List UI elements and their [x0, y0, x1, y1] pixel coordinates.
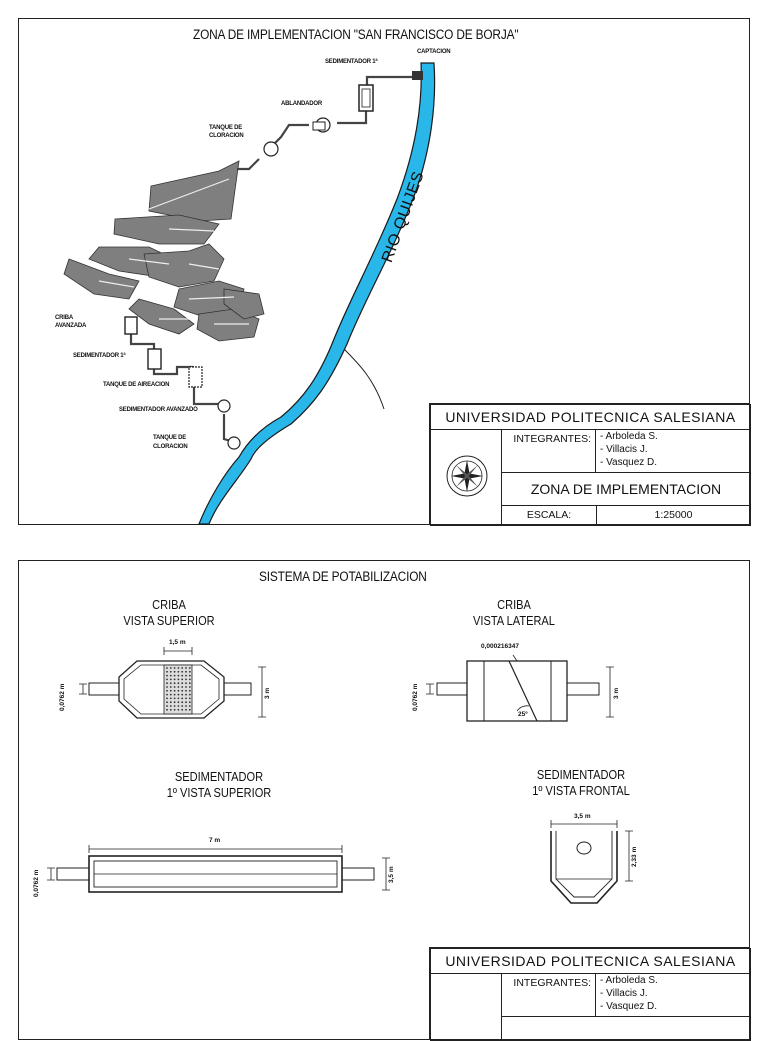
label-tanque-cloracion-1b: CLORACION [209, 133, 244, 139]
dim-criba-lat-slope: 0,000216347 [481, 643, 519, 650]
university-cell: UNIVERSIDAD POLITECNICA SALESIANA [430, 404, 751, 430]
sedimentador-front-view [550, 820, 633, 904]
label-ablandador: ABLANDADOR [281, 101, 322, 107]
member-2-2: - Villacis J. [600, 988, 648, 999]
label-sedimentador-top: SEDIMENTADOR 1ª [325, 59, 378, 65]
sedimentador-top-view [47, 845, 390, 893]
ablandador-symbol [312, 117, 331, 133]
criba-lat-label-2: VISTA LATERAL [473, 613, 555, 628]
captacion-symbol [412, 71, 423, 80]
sedimentador-bottom-symbol [147, 348, 162, 370]
label-tanque-cloracion-2a: TANQUE DE [153, 435, 187, 441]
university-name-2: UNIVERSIDAD POLITECNICA SALESIANA [445, 953, 736, 969]
dim-sed-sup-length: 7 m [209, 837, 221, 844]
implementation-zone-sheet: ZONA DE IMPLEMENTACION "SAN FRANCISCO DE… [18, 18, 751, 526]
tanque-cloracion-1-symbol [263, 141, 279, 157]
zone-cell-2 [501, 1016, 751, 1041]
title-block-1: UNIVERSIDAD POLITECNICA SALESIANA INTEGR… [429, 403, 751, 526]
dim-criba-sup-width: 1,5 m [169, 639, 186, 646]
label-captacion: CAPTACION [417, 49, 451, 55]
sedimentador-top-symbol [358, 84, 374, 112]
title-block-2: UNIVERSIDAD POLITECNICA SALESIANA INTEGR… [429, 947, 751, 1041]
label-tanque-cloracion-2b: CLORACION [153, 444, 188, 450]
zone-cell: ZONA DE IMPLEMENTACION [501, 472, 751, 506]
dim-criba-lat-pipe: 0,0762 m [412, 683, 419, 711]
criba-lat-label-1: CRIBA [497, 597, 531, 612]
label-criba-2: AVANZADA [55, 323, 87, 329]
escala-label: ESCALA: [526, 509, 572, 521]
label-sedimentador-bottom: SEDIMENTADOR 1ª [73, 353, 126, 359]
escala-value: 1:25000 [654, 509, 693, 521]
sheet-title: ZONA DE IMPLEMENTACION "SAN FRANCISCO DE… [193, 27, 519, 42]
technical-drawings [47, 647, 633, 904]
sheet2-title: SISTEMA DE POTABILIZACION [259, 569, 427, 584]
integrantes-label: INTEGRANTES: [513, 433, 591, 445]
dim-sed-front-width: 3,5 m [574, 813, 591, 820]
criba-avanzada-symbol [124, 316, 138, 335]
criba-screen-dots [166, 667, 191, 711]
label-sedimentador-avanzado: SEDIMENTADOR AVANZADO [119, 407, 198, 413]
university-cell-2: UNIVERSIDAD POLITECNICA SALESIANA [430, 948, 751, 974]
zone-name: ZONA DE IMPLEMENTACION [530, 481, 722, 497]
sedimentador-avanzado-symbol [217, 399, 231, 413]
member-3: - Vasquez D. [600, 457, 658, 468]
sed-sup-label-1: SEDIMENTADOR [174, 769, 264, 784]
river [198, 62, 436, 525]
city-blocks [63, 160, 265, 342]
integrantes-label-cell: INTEGRANTES: [501, 429, 596, 473]
compass-rose-icon [446, 455, 488, 497]
criba-lateral-view [426, 654, 614, 722]
criba-sup-label-1: CRIBA [152, 597, 186, 612]
city-streets [98, 178, 249, 325]
logo-cell [430, 429, 502, 526]
site-map-drawing [63, 62, 436, 525]
escala-value-cell: 1:25000 [596, 505, 751, 526]
dim-criba-sup-pipe: 0,0762 m [59, 683, 66, 711]
pipelines [129, 75, 419, 443]
sed-sup-label-2: 1º VISTA SUPERIOR [166, 785, 272, 800]
logo-cell-2 [430, 973, 502, 1041]
dim-sed-sup-pipe: 0,0762 m [33, 869, 40, 897]
members-cell: - Arboleda S. - Villacis J. - Vasquez D. [595, 429, 751, 473]
label-tanque-cloracion-1a: TANQUE DE [209, 125, 243, 131]
sed-front-label-2: 1º VISTA FRONTAL [532, 783, 630, 798]
escala-label-cell: ESCALA: [501, 505, 597, 526]
dim-criba-lat-angle: 25º [518, 711, 528, 718]
integrantes-label-2: INTEGRANTES: [513, 977, 591, 989]
member-2-1: - Arboleda S. [600, 975, 658, 986]
members-cell-2: - Arboleda S. - Villacis J. - Vasquez D. [595, 973, 751, 1017]
criba-sup-label-2: VISTA SUPERIOR [123, 613, 215, 628]
integrantes-label-cell-2: INTEGRANTES: [501, 973, 596, 1017]
dim-criba-lat-height: 3 m [613, 687, 620, 699]
dim-criba-sup-height: 3 m [264, 687, 271, 699]
river-tributary [343, 348, 385, 410]
member-2-3: - Vasquez D. [600, 1001, 658, 1012]
university-name: UNIVERSIDAD POLITECNICA SALESIANA [445, 409, 736, 425]
sed-front-label-1: SEDIMENTADOR [536, 767, 626, 782]
member-2: - Villacis J. [600, 444, 648, 455]
tanque-aireacion-symbol [188, 366, 203, 388]
label-tanque-aireacion: TANQUE DE AIREACION [103, 382, 170, 388]
dim-sed-sup-height: 3,5 m [388, 866, 395, 883]
potabilization-system-sheet: SISTEMA DE POTABILIZACION CRIBA VISTA SU… [18, 560, 751, 1041]
member-1: - Arboleda S. [600, 431, 658, 442]
tanque-cloracion-2-symbol [227, 436, 241, 450]
dim-sed-front-height: 2,33 m [631, 846, 638, 867]
criba-top-view [79, 647, 266, 719]
label-criba-1: CRIBA [55, 315, 73, 321]
